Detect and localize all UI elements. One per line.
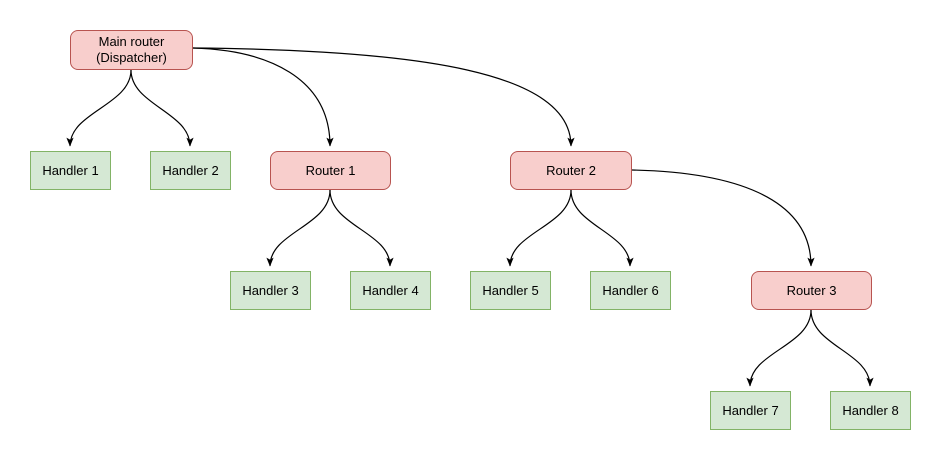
edge-router-2-to-handler-6	[570, 189, 634, 267]
node-handler-6[interactable]: Handler 6	[590, 271, 671, 310]
node-label-handler-1: Handler 1	[42, 162, 99, 178]
node-label-handler-7: Handler 7	[722, 402, 779, 418]
node-router-2[interactable]: Router 2	[510, 151, 632, 190]
edge-router-2-to-handler-5	[506, 189, 572, 267]
node-label-main-router: Main router (Dispatcher)	[96, 34, 167, 65]
node-router-1[interactable]: Router 1	[270, 151, 391, 190]
edge-main-to-handler-2	[130, 69, 194, 147]
node-main-router[interactable]: Main router (Dispatcher)	[70, 30, 193, 70]
node-handler-2[interactable]: Handler 2	[150, 151, 231, 190]
node-handler-7[interactable]: Handler 7	[710, 391, 791, 430]
edge-main-to-handler-1	[66, 69, 132, 147]
node-label-handler-6: Handler 6	[602, 282, 659, 298]
node-router-3[interactable]: Router 3	[751, 271, 872, 310]
node-label-handler-4: Handler 4	[362, 282, 419, 298]
node-label-router-1: Router 1	[305, 162, 356, 178]
node-handler-8[interactable]: Handler 8	[830, 391, 911, 430]
node-label-router-2: Router 2	[546, 162, 596, 178]
edge-router-1-to-handler-4	[329, 189, 394, 267]
edge-main-to-router-2	[192, 47, 575, 147]
edge-router-3-to-handler-8	[810, 309, 874, 387]
node-handler-1[interactable]: Handler 1	[30, 151, 111, 190]
node-handler-3[interactable]: Handler 3	[230, 271, 311, 310]
edge-router-2-to-router-3	[631, 169, 815, 267]
node-label-handler-3: Handler 3	[242, 282, 299, 298]
node-label-handler-5: Handler 5	[482, 282, 539, 298]
node-handler-4[interactable]: Handler 4	[350, 271, 431, 310]
edge-router-1-to-handler-3	[266, 189, 331, 267]
edge-main-to-router-1	[192, 47, 334, 147]
node-label-handler-8: Handler 8	[842, 402, 899, 418]
node-label-handler-2: Handler 2	[162, 162, 219, 178]
edge-router-3-to-handler-7	[746, 309, 812, 387]
node-handler-5[interactable]: Handler 5	[470, 271, 551, 310]
node-label-router-3: Router 3	[786, 282, 837, 298]
